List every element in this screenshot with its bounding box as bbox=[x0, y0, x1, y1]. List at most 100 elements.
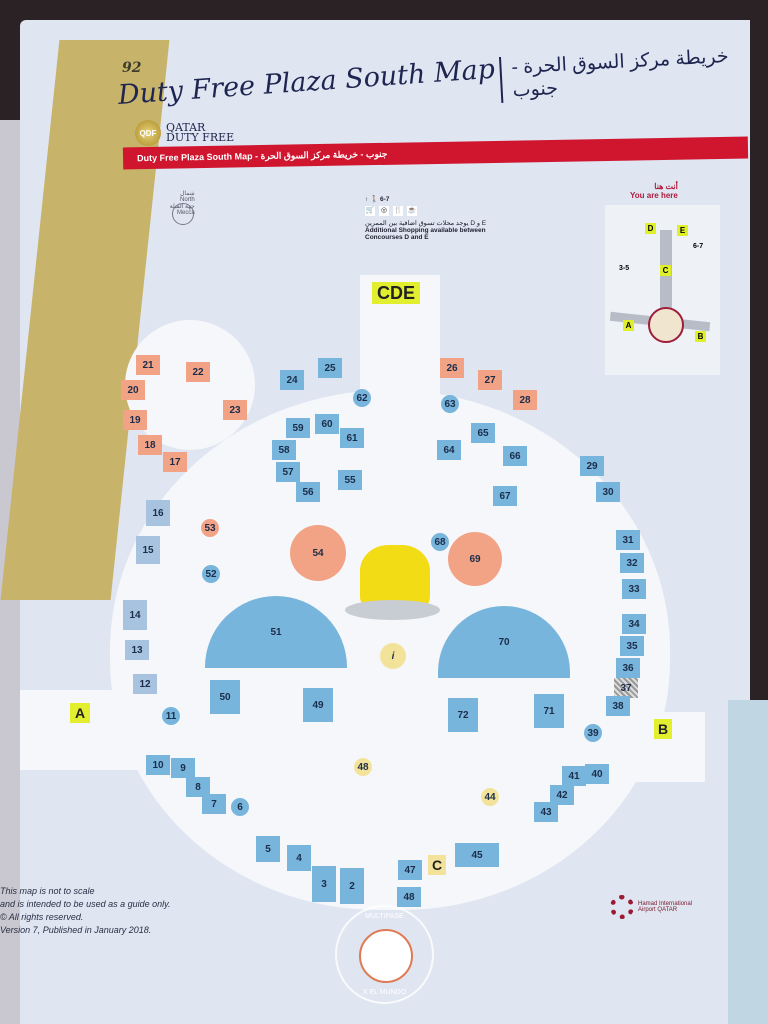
unit-47[interactable]: 47 bbox=[398, 860, 422, 880]
unit-24[interactable]: 24 bbox=[280, 370, 304, 390]
unit-18[interactable]: 18 bbox=[138, 435, 162, 455]
unit-54[interactable]: 54 bbox=[290, 525, 346, 581]
unit-69[interactable]: 69 bbox=[448, 532, 502, 586]
lamp-bear-sculpture bbox=[360, 545, 430, 610]
globe-icon bbox=[359, 929, 413, 983]
unit-29[interactable]: 29 bbox=[580, 456, 604, 476]
unit-37[interactable]: 37 bbox=[614, 678, 638, 698]
gate-c-sign: C bbox=[428, 855, 446, 875]
unit-41[interactable]: 41 bbox=[562, 766, 586, 786]
unit-20[interactable]: 20 bbox=[121, 380, 145, 400]
unit-30[interactable]: 30 bbox=[596, 482, 620, 502]
unit-72[interactable]: 72 bbox=[448, 698, 478, 732]
walking-icon: 🚶 bbox=[370, 196, 379, 203]
inset-b: B bbox=[695, 331, 706, 342]
restaurant-icon: 🍴 bbox=[393, 206, 403, 216]
north-label: North bbox=[180, 197, 195, 203]
unit-44[interactable]: 44 bbox=[481, 788, 499, 806]
unit-35[interactable]: 35 bbox=[620, 636, 644, 656]
jewelry-icon: ◎ bbox=[379, 206, 389, 216]
unit-48-lower[interactable]: 48 bbox=[397, 887, 421, 907]
inset-a: A bbox=[623, 320, 634, 331]
unit-5[interactable]: 5 bbox=[256, 836, 280, 862]
unit-15[interactable]: 15 bbox=[136, 536, 160, 564]
unit-9[interactable]: 9 bbox=[171, 758, 195, 778]
unit-13[interactable]: 13 bbox=[125, 640, 149, 660]
banner-english: Duty Free Plaza South Map - bbox=[136, 151, 259, 164]
unit-32[interactable]: 32 bbox=[620, 553, 644, 573]
shopping-cart-icon: 🛒 bbox=[365, 206, 375, 216]
unit-43[interactable]: 43 bbox=[534, 802, 558, 822]
unit-59[interactable]: 59 bbox=[286, 418, 310, 438]
unit-19[interactable]: 19 bbox=[123, 410, 147, 430]
unit-62[interactable]: 62 bbox=[353, 389, 371, 407]
map-disclaimer: This map is not to scale and is intended… bbox=[0, 885, 170, 937]
unit-26[interactable]: 26 bbox=[440, 358, 464, 378]
unit-64[interactable]: 64 bbox=[437, 440, 461, 460]
unit-3[interactable]: 3 bbox=[312, 866, 336, 902]
unit-58[interactable]: 58 bbox=[272, 440, 296, 460]
unit-42[interactable]: 42 bbox=[550, 785, 574, 805]
unit-31[interactable]: 31 bbox=[616, 530, 640, 550]
you-are-here-marker bbox=[648, 307, 684, 343]
unit-27[interactable]: 27 bbox=[478, 370, 502, 390]
unit-45[interactable]: 45 bbox=[455, 843, 499, 867]
unit-23[interactable]: 23 bbox=[223, 400, 247, 420]
disclaimer-line: This map is not to scale bbox=[0, 886, 95, 896]
unit-34[interactable]: 34 bbox=[622, 614, 646, 634]
unit-36[interactable]: 36 bbox=[616, 658, 640, 678]
unit-17[interactable]: 17 bbox=[163, 452, 187, 472]
unit-7[interactable]: 7 bbox=[202, 794, 226, 814]
unit-53[interactable]: 53 bbox=[201, 519, 219, 537]
unit-48[interactable]: 48 bbox=[354, 758, 372, 776]
unit-22[interactable]: 22 bbox=[186, 362, 210, 382]
additional-english: Additional Shopping available between Co… bbox=[365, 227, 486, 241]
watermark-top: MULTIPASE bbox=[365, 913, 404, 920]
unit-25[interactable]: 25 bbox=[318, 358, 342, 378]
location-inset-map: D E C A B 6-7 3-5 bbox=[605, 205, 720, 375]
inset-e: E bbox=[677, 225, 688, 236]
unit-63[interactable]: 63 bbox=[441, 395, 459, 413]
unit-55[interactable]: 55 bbox=[338, 470, 362, 490]
unit-50[interactable]: 50 bbox=[210, 680, 240, 714]
unit-49[interactable]: 49 bbox=[303, 688, 333, 722]
unit-38[interactable]: 38 bbox=[606, 696, 630, 716]
unit-33[interactable]: 33 bbox=[622, 579, 646, 599]
unit-16[interactable]: 16 bbox=[146, 500, 170, 526]
unit-21[interactable]: 21 bbox=[136, 355, 160, 375]
unit-52[interactable]: 52 bbox=[202, 565, 220, 583]
unit-8[interactable]: 8 bbox=[186, 777, 210, 797]
unit-4[interactable]: 4 bbox=[287, 845, 311, 871]
north-arabic: شمال bbox=[180, 191, 195, 197]
watermark-bottom: X EL MUNDO bbox=[362, 989, 407, 996]
logo-disc: QDF bbox=[135, 120, 161, 146]
unit-39[interactable]: 39 bbox=[584, 724, 602, 742]
unit-65[interactable]: 65 bbox=[471, 423, 495, 443]
unit-61[interactable]: 61 bbox=[340, 428, 364, 448]
gate-cde-sign: CDE bbox=[372, 282, 420, 304]
unit-68[interactable]: 68 bbox=[431, 533, 449, 551]
unit-40[interactable]: 40 bbox=[585, 764, 609, 784]
additional-shopping-note: ↑ 🚶 6-7 🛒 ◎ 🍴 ☕ يوجد محلات تسوق اضافية ب… bbox=[365, 195, 515, 241]
unit-12[interactable]: 12 bbox=[133, 674, 157, 694]
compass-icon bbox=[172, 203, 194, 225]
unit-57[interactable]: 57 bbox=[276, 462, 300, 482]
banner-arabic: جنوب - خريطة مركز السوق الحرة bbox=[260, 148, 388, 161]
unit-67[interactable]: 67 bbox=[493, 486, 517, 506]
brand-line2: DUTY FREE bbox=[166, 131, 235, 144]
unit-6[interactable]: 6 bbox=[231, 798, 249, 816]
walk-time: 6-7 bbox=[379, 196, 390, 203]
unit-71[interactable]: 71 bbox=[534, 694, 564, 728]
unit-66[interactable]: 66 bbox=[503, 446, 527, 466]
unit-11[interactable]: 11 bbox=[162, 707, 180, 725]
unit-10[interactable]: 10 bbox=[146, 755, 170, 775]
unit-56[interactable]: 56 bbox=[296, 482, 320, 502]
unit-60[interactable]: 60 bbox=[315, 414, 339, 434]
disclaimer-line: Version 7, Published in January 2018. bbox=[0, 925, 152, 935]
information-desk[interactable]: i bbox=[380, 643, 406, 669]
unit-2[interactable]: 2 bbox=[340, 868, 364, 904]
unit-14[interactable]: 14 bbox=[123, 600, 147, 630]
unit-28[interactable]: 28 bbox=[513, 390, 537, 410]
